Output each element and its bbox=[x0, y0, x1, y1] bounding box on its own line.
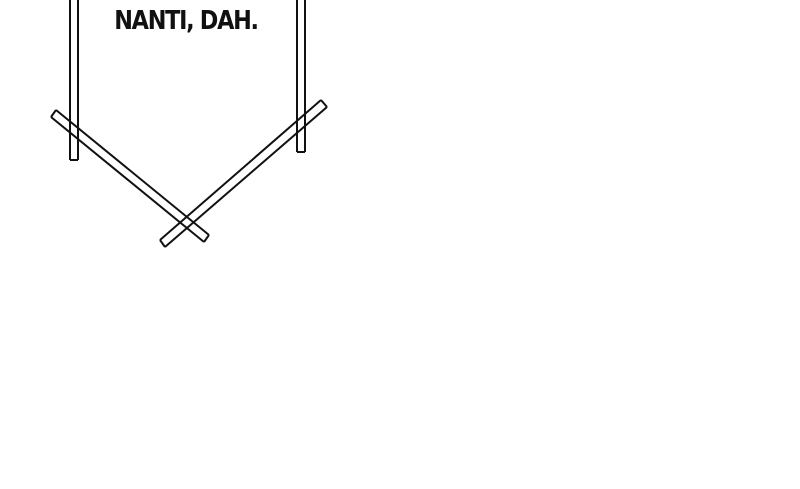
bubble-right-diagonal-upper bbox=[159, 99, 322, 241]
bubble-left-diagonal-upper bbox=[55, 109, 210, 236]
bubble-cap-bottom-left bbox=[159, 239, 166, 248]
bubble-cap-left bbox=[50, 109, 57, 118]
bubble-cap-bottom-right bbox=[203, 234, 210, 243]
bubble-right-diagonal-lower bbox=[164, 106, 328, 248]
speech-bubble-text: NANTI, DAH. bbox=[114, 6, 259, 36]
bubble-left-diagonal-lower bbox=[50, 116, 205, 243]
bubble-cap-right bbox=[320, 99, 328, 108]
